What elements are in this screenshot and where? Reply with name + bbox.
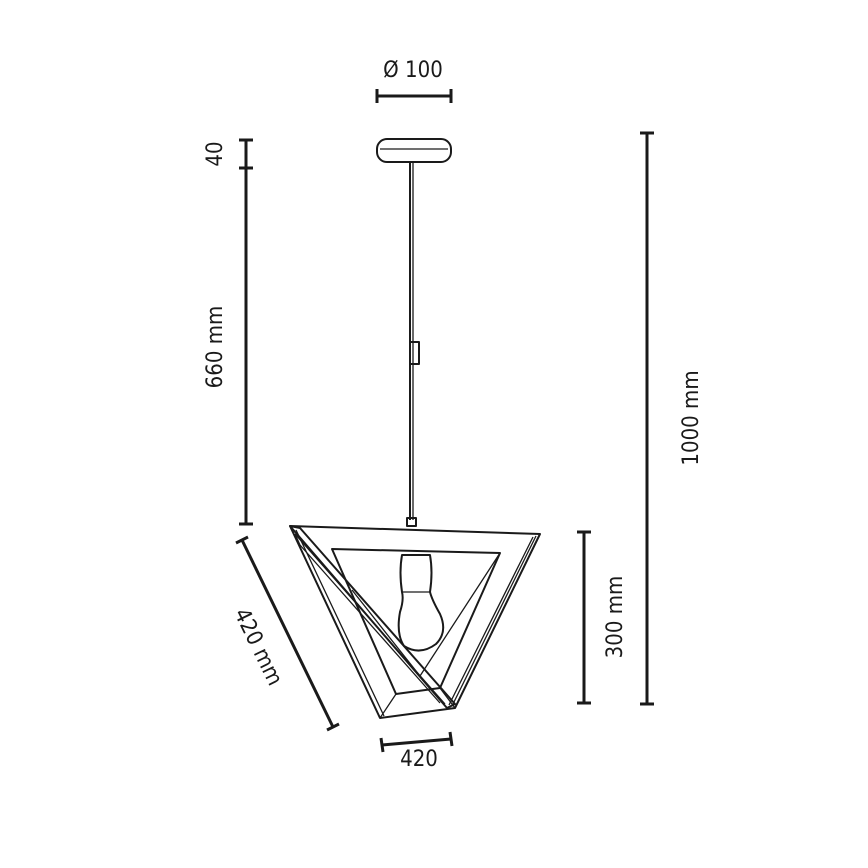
suspension-cord: [406, 162, 420, 527]
canopy-height-label: 40: [203, 141, 228, 166]
cord-length-dimension: 660 mm: [203, 168, 253, 526]
total-height-label: 1000 mm: [679, 370, 704, 465]
shade-height-label: 300 mm: [603, 576, 628, 659]
shade-height-dimension: 300 mm: [577, 530, 628, 705]
total-height-dimension: 1000 mm: [640, 131, 704, 706]
ceiling-canopy: [376, 138, 452, 163]
canopy-height-dimension: 40: [203, 138, 253, 170]
canopy-diameter-dimension: Ø 100: [375, 58, 453, 103]
cord-length-label: 660 mm: [203, 306, 228, 389]
shade-width-label: 420: [400, 747, 438, 772]
canopy-diameter-label: Ø 100: [383, 58, 443, 83]
shade-width-dimension: 420: [379, 731, 454, 772]
triangular-shade: [289, 525, 541, 719]
